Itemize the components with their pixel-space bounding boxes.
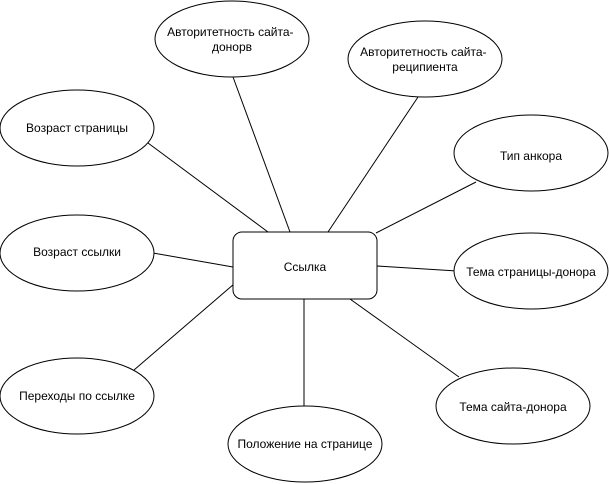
connector-donor-authority bbox=[232, 76, 291, 233]
node-link-clicks: Переходы по ссылке bbox=[0, 357, 155, 435]
node-recipient-authority-label: Авторитетность сайта- реципиента bbox=[360, 45, 490, 74]
node-page-position-shape bbox=[227, 405, 383, 483]
node-page-position-label: Положение на странице bbox=[238, 437, 373, 451]
node-donor-authority: Авторитетность сайта- донорв bbox=[154, 0, 310, 78]
node-page-position: Положение на странице bbox=[227, 405, 383, 483]
node-recipient-authority-shape bbox=[347, 20, 503, 98]
node-link-age: Возраст ссылки bbox=[0, 214, 155, 292]
center-node-label: Ссылка bbox=[284, 260, 327, 274]
connector-recipient-authority bbox=[327, 96, 419, 233]
connector-page-age bbox=[147, 142, 269, 233]
center-node: Ссылка bbox=[232, 231, 378, 300]
node-recipient-authority: Авторитетность сайта- реципиента bbox=[347, 20, 503, 98]
node-anchor-type-label: Тип анкора bbox=[500, 149, 562, 163]
node-donor-page-topic: Тема страницы-донора bbox=[453, 232, 609, 310]
node-page-age-label-line-1: Возраст страницы bbox=[26, 121, 128, 135]
node-donor-page-topic-label: Тема страницы-донора bbox=[466, 265, 596, 279]
connector-anchor-type bbox=[375, 181, 477, 234]
node-page-age-shape bbox=[0, 89, 155, 167]
node-anchor-type-shape bbox=[453, 114, 609, 192]
node-link-clicks-label-line-1: Переходы по ссылке bbox=[19, 389, 135, 403]
node-donor-authority-label-line-1: Авторитетность сайта- bbox=[167, 25, 293, 39]
connector-donor-site-topic bbox=[349, 298, 460, 378]
connector-link-age bbox=[152, 252, 234, 268]
node-donor-site-topic-shape bbox=[435, 367, 591, 445]
node-donor-authority-shape bbox=[154, 0, 310, 78]
node-link-age-label-line-1: Возраст ссылки bbox=[33, 245, 121, 259]
node-donor-site-topic: Тема сайта-донора bbox=[435, 367, 591, 445]
node-donor-page-topic-shape bbox=[453, 232, 609, 310]
connectors bbox=[133, 76, 477, 407]
node-link-clicks-shape bbox=[0, 357, 155, 435]
node-donor-authority-label: Авторитетность сайта- донорв bbox=[167, 25, 297, 54]
node-donor-page-topic-label-line-1: Тема страницы-донора bbox=[466, 265, 596, 279]
node-donor-site-topic-label-line-1: Тема сайта-донора bbox=[459, 400, 567, 414]
node-anchor-type: Тип анкора bbox=[453, 114, 609, 192]
node-link-clicks-label: Переходы по ссылке bbox=[19, 389, 135, 403]
node-page-age: Возраст страницы bbox=[0, 89, 155, 167]
node-page-age-label: Возраст страницы bbox=[26, 121, 128, 135]
node-donor-site-topic-label: Тема сайта-донора bbox=[459, 400, 567, 414]
node-recipient-authority-label-line-2: реципиента bbox=[392, 60, 458, 74]
node-anchor-type-label-line-1: Тип анкора bbox=[500, 149, 562, 163]
node-donor-authority-label-line-2: донорв bbox=[212, 40, 252, 54]
node-link-age-shape bbox=[0, 214, 155, 292]
node-link-age-label: Возраст ссылки bbox=[33, 245, 121, 259]
connector-link-clicks bbox=[133, 283, 235, 371]
node-recipient-authority-label-line-1: Авторитетность сайта- bbox=[360, 45, 486, 59]
center-node-shape bbox=[232, 231, 378, 300]
node-page-position-label-line-1: Положение на странице bbox=[238, 437, 373, 451]
connector-donor-page-topic bbox=[376, 265, 458, 272]
